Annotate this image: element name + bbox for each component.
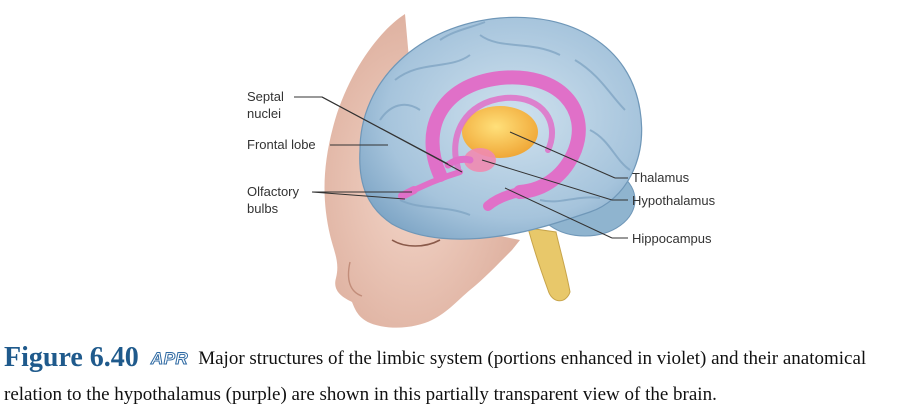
apr-badge[interactable]: APR: [150, 349, 189, 369]
label-hypothalamus: Hypothalamus: [632, 193, 716, 208]
hypothalamus-structure: [464, 148, 496, 172]
leader-lines: [294, 96, 628, 239]
thalamus-structure: [462, 106, 538, 158]
nose-shade: [347, 261, 363, 297]
label-hippocampus: Hippocampus: [632, 231, 712, 246]
eye-lid: [391, 239, 441, 247]
caption-text: Major structures of the limbic system (p…: [4, 348, 867, 405]
head-silhouette: [324, 14, 520, 328]
limbic-system-figure: Septal nuclei Frontal lobe Olfactory bul…: [247, 14, 716, 328]
brain-illustration: Septal nuclei Frontal lobe Olfactory bul…: [247, 14, 716, 328]
label-thalamus: Thalamus: [632, 170, 690, 185]
gyri-texture: [379, 21, 631, 216]
label-olfactory-line1: Olfactory: [247, 184, 300, 199]
brainstem: [527, 227, 571, 302]
label-olfactory-line2: bulbs: [247, 201, 279, 216]
label-frontal-lobe: Frontal lobe: [247, 137, 316, 152]
figure-number: Figure 6.40: [4, 342, 139, 373]
label-septal-line2: nuclei: [247, 106, 281, 121]
label-septal-line1: Septal: [247, 89, 284, 104]
limbic-structures: [398, 70, 586, 211]
